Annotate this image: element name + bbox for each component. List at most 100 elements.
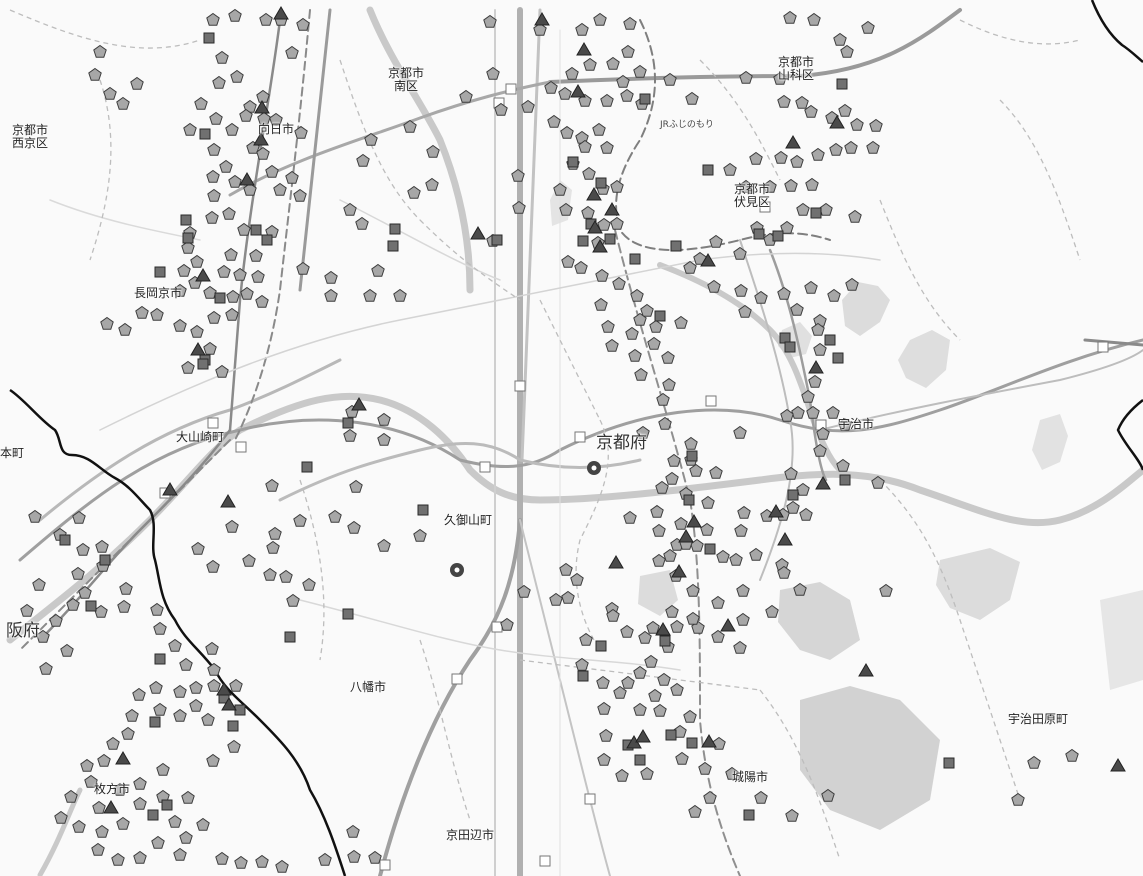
pentagon-marker[interactable] [78, 585, 92, 599]
pentagon-marker[interactable] [117, 599, 131, 613]
pentagon-marker[interactable] [255, 294, 269, 308]
square-marker[interactable] [214, 292, 226, 304]
pentagon-marker[interactable] [661, 350, 675, 364]
pentagon-marker[interactable] [783, 10, 797, 24]
pentagon-marker[interactable] [263, 567, 277, 581]
pentagon-marker[interactable] [813, 443, 827, 457]
pentagon-marker[interactable] [816, 426, 830, 440]
pentagon-marker[interactable] [240, 286, 254, 300]
triangle-marker[interactable] [470, 226, 486, 240]
pentagon-marker[interactable] [222, 206, 236, 220]
pentagon-marker[interactable] [133, 796, 147, 810]
pentagon-marker[interactable] [294, 125, 308, 139]
pentagon-marker[interactable] [249, 248, 263, 262]
pentagon-marker[interactable] [36, 629, 50, 643]
pentagon-marker[interactable] [634, 367, 648, 381]
square-marker[interactable] [417, 504, 429, 516]
triangle-marker[interactable] [635, 729, 651, 743]
pentagon-marker[interactable] [393, 288, 407, 302]
pentagon-marker[interactable] [177, 263, 191, 277]
square-marker[interactable] [743, 809, 755, 821]
pentagon-marker[interactable] [570, 572, 584, 586]
pentagon-marker[interactable] [683, 260, 697, 274]
pentagon-marker[interactable] [203, 341, 217, 355]
pentagon-marker[interactable] [796, 202, 810, 216]
pentagon-marker[interactable] [612, 276, 626, 290]
pentagon-marker[interactable] [596, 675, 610, 689]
pentagon-marker[interactable] [377, 412, 391, 426]
pentagon-marker[interactable] [620, 88, 634, 102]
square-marker[interactable] [154, 653, 166, 665]
pentagon-marker[interactable] [156, 762, 170, 776]
pentagon-marker[interactable] [804, 104, 818, 118]
pentagon-marker[interactable] [207, 662, 221, 676]
square-marker[interactable] [577, 235, 589, 247]
pentagon-marker[interactable] [749, 547, 763, 561]
triangle-marker[interactable] [239, 172, 255, 186]
pentagon-marker[interactable] [233, 267, 247, 281]
pentagon-marker[interactable] [765, 604, 779, 618]
pentagon-marker[interactable] [242, 553, 256, 567]
pentagon-marker[interactable] [736, 583, 750, 597]
triangle-marker[interactable] [190, 342, 206, 356]
pentagon-marker[interactable] [561, 254, 575, 268]
pentagon-marker[interactable] [774, 150, 788, 164]
pentagon-marker[interactable] [80, 758, 94, 772]
pentagon-marker[interactable] [265, 478, 279, 492]
triangle-marker[interactable] [858, 663, 874, 677]
pentagon-marker[interactable] [662, 377, 676, 391]
pentagon-marker[interactable] [621, 44, 635, 58]
pentagon-marker[interactable] [511, 168, 525, 182]
pentagon-marker[interactable] [66, 597, 80, 611]
triangle-marker[interactable] [808, 360, 824, 374]
pentagon-marker[interactable] [628, 348, 642, 362]
pentagon-marker[interactable] [189, 698, 203, 712]
triangle-marker[interactable] [162, 482, 178, 496]
pentagon-marker[interactable] [733, 246, 747, 260]
pentagon-marker[interactable] [559, 202, 573, 216]
pentagon-marker[interactable] [610, 179, 624, 193]
pentagon-marker[interactable] [871, 475, 885, 489]
pentagon-marker[interactable] [777, 565, 791, 579]
pentagon-marker[interactable] [777, 94, 791, 108]
pentagon-marker[interactable] [675, 751, 689, 765]
pentagon-marker[interactable] [377, 432, 391, 446]
pentagon-marker[interactable] [181, 240, 195, 254]
pentagon-marker[interactable] [553, 182, 567, 196]
pentagon-marker[interactable] [181, 360, 195, 374]
square-marker[interactable] [149, 716, 161, 728]
pentagon-marker[interactable] [739, 179, 753, 193]
pentagon-marker[interactable] [20, 603, 34, 617]
pentagon-marker[interactable] [656, 392, 670, 406]
pentagon-marker[interactable] [581, 205, 595, 219]
pentagon-marker[interactable] [203, 285, 217, 299]
pentagon-marker[interactable] [633, 665, 647, 679]
pentagon-marker[interactable] [684, 436, 698, 450]
pentagon-marker[interactable] [707, 279, 721, 293]
pentagon-marker[interactable] [486, 66, 500, 80]
pentagon-marker[interactable] [670, 619, 684, 633]
pentagon-marker[interactable] [689, 463, 703, 477]
pentagon-marker[interactable] [701, 495, 715, 509]
pentagon-marker[interactable] [804, 280, 818, 294]
pentagon-marker[interactable] [125, 708, 139, 722]
pentagon-marker[interactable] [346, 824, 360, 838]
pentagon-marker[interactable] [106, 736, 120, 750]
pentagon-marker[interactable] [285, 170, 299, 184]
pentagon-marker[interactable] [111, 852, 125, 866]
square-marker[interactable] [665, 729, 677, 741]
pentagon-marker[interactable] [733, 640, 747, 654]
pentagon-marker[interactable] [215, 364, 229, 378]
pentagon-marker[interactable] [558, 86, 572, 100]
square-marker[interactable] [629, 253, 641, 265]
pentagon-marker[interactable] [237, 222, 251, 236]
pentagon-marker[interactable] [574, 260, 588, 274]
square-marker[interactable] [654, 310, 666, 322]
triangle-marker[interactable] [103, 800, 119, 814]
pentagon-marker[interactable] [549, 592, 563, 606]
pentagon-marker[interactable] [227, 739, 241, 753]
square-marker[interactable] [832, 352, 844, 364]
pentagon-marker[interactable] [517, 584, 531, 598]
pentagon-marker[interactable] [133, 850, 147, 864]
